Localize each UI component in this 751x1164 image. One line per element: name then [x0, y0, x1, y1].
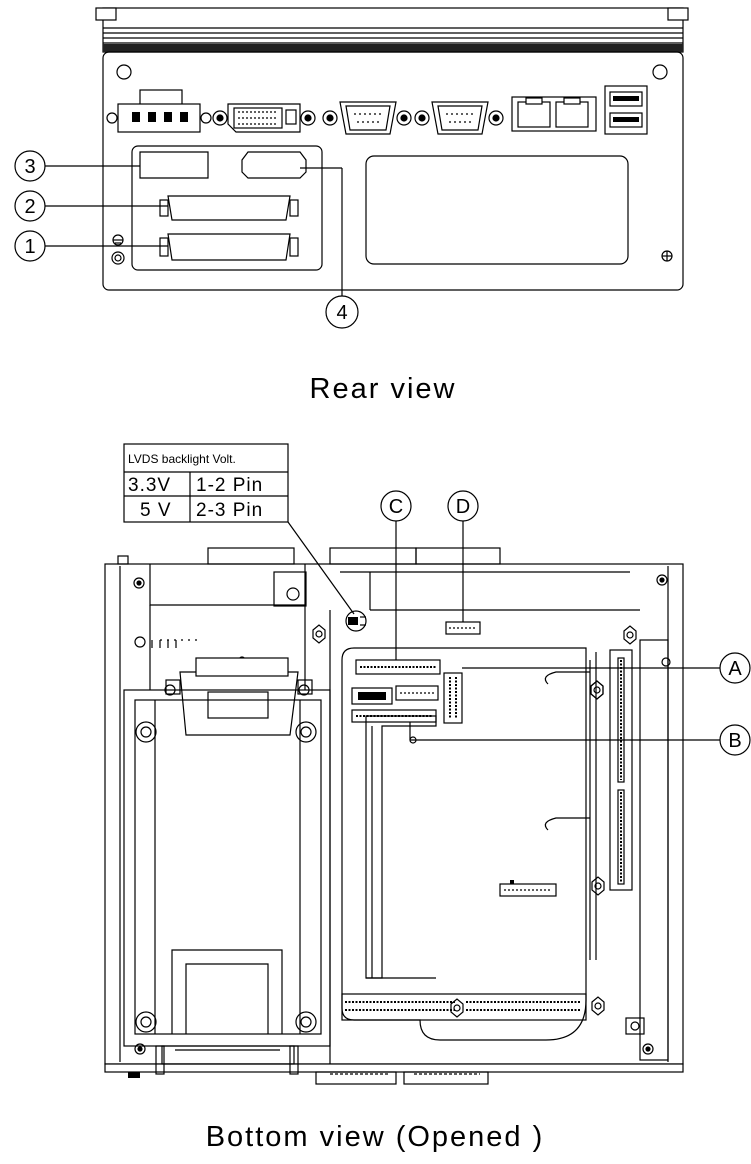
bottom-callout-b [409, 722, 751, 756]
lvds-jumper [345, 610, 367, 632]
hdd-cage [123, 689, 331, 1075]
rear-opening-1 [167, 233, 291, 261]
connector-c [355, 659, 441, 675]
rear-expansion-bracket [131, 145, 323, 271]
lvds-table-row2-volt: 5 V [140, 500, 172, 521]
lvds-table [123, 443, 289, 523]
lvds-table-row1-volt: 3.3V [128, 475, 171, 496]
bottom-callout-label-c: C [389, 496, 403, 518]
usb-ports [604, 85, 648, 135]
bottom-mounting-holes [133, 574, 668, 1055]
connector-b [351, 709, 437, 723]
bottom-callout-label-a: A [728, 658, 742, 680]
mainboard [341, 647, 597, 1041]
rear-blank-plate [365, 155, 629, 265]
right-expansion-slot [609, 639, 671, 1061]
rear-callout-label-1: 1 [24, 236, 35, 258]
rear-callout-1 [14, 230, 168, 262]
rear-panel-hole-right [652, 64, 668, 80]
rear-screw-icon [661, 250, 673, 262]
rear-opening-2 [167, 195, 291, 221]
connector-d [445, 621, 481, 635]
rear-view-caption: Rear view [310, 373, 457, 405]
rear-panel-hole-left [116, 64, 132, 80]
sata-connector [351, 685, 439, 705]
rear-callout-3 [14, 150, 140, 182]
bottom-callout-label-b: B [728, 730, 741, 752]
rear-callout-label-3: 3 [24, 156, 35, 178]
hdd-bracket-top [149, 564, 307, 690]
bottom-view-caption: Bottom view (Opened ) [206, 1121, 545, 1153]
bottom-bottom-connectors [315, 1071, 489, 1085]
rear-callout-4 [300, 167, 359, 329]
rear-callout-label-4: 4 [336, 302, 347, 324]
bottom-callout-c [380, 490, 412, 660]
ground-icon [111, 234, 125, 265]
com-connector-1 [322, 101, 412, 135]
com-connector-2 [414, 101, 504, 135]
rear-opening-4 [241, 151, 307, 179]
connector-a [443, 672, 463, 724]
db25-connector [164, 657, 313, 736]
bottom-top-connectors [207, 547, 640, 611]
lvds-table-header: LVDS backlight Volt. [128, 452, 236, 466]
rear-callout-label-2: 2 [24, 196, 35, 218]
rear-panel [102, 51, 684, 291]
rear-opening-3 [139, 151, 209, 179]
bottom-callout-label-d: D [456, 496, 470, 518]
lan-ports [511, 96, 597, 132]
bottom-view [104, 443, 751, 1085]
dvi-connector [212, 103, 316, 133]
lvds-table-row2-pin: 2-3 Pin [196, 500, 263, 521]
power-terminal [106, 89, 212, 133]
rear-callout-2 [14, 190, 168, 222]
header-pins [151, 640, 177, 648]
lvds-table-leader [287, 521, 355, 615]
bottom-callout-a [462, 652, 751, 684]
bottom-callout-d [447, 490, 479, 622]
lvds-table-row1-pin: 1-2 Pin [196, 475, 263, 496]
rear-view [14, 7, 689, 329]
rear-heatsink [95, 7, 689, 53]
